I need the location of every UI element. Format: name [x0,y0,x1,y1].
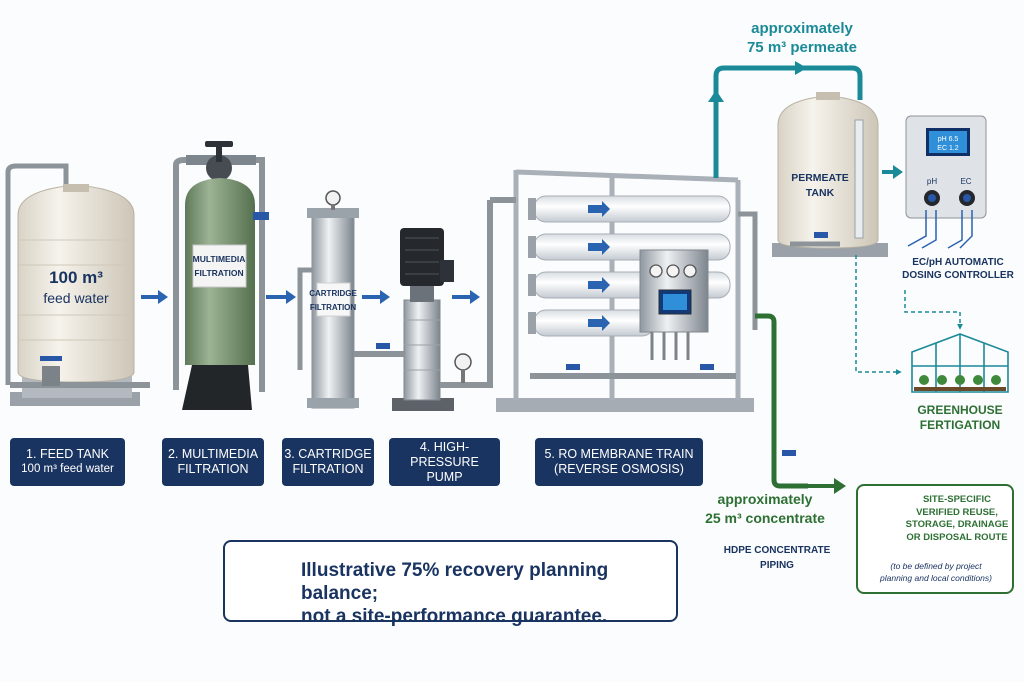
hdpe-piping-label: HDPE CONCENTRATE PIPING [712,543,842,573]
stage-4-subtitle: PUMP [426,469,463,484]
dosing-controller [905,115,987,249]
stage-label-cartridge: 3. CARTRIDGE FILTRATION [282,438,374,486]
high-pressure-pump [390,200,493,411]
stage-5-title: 5. RO MEMBRANE TRAIN [544,447,694,461]
flow-direction-icon [588,201,610,331]
flow-arrow-icon [266,290,296,304]
controller-label-2: DOSING CONTROLLER [902,270,1014,281]
feed-tank-volume: 100 m³ [49,268,103,287]
disposal-line-3: STORAGE, DRAINAGE [905,519,1009,530]
controller-ec-label: EC [960,177,971,186]
feed-tank-content: feed water [43,290,109,306]
controller-label: EC/pH AUTOMATIC DOSING CONTROLLER [898,256,1018,282]
cartridge-label-2: FILTRATION [310,303,357,312]
permeate-tank-label-1: PERMEATE [791,172,849,184]
stage-1-subtitle: 100 m³ feed water [21,463,114,475]
plant-icons [914,375,1006,391]
disclaimer-line-1: Illustrative 75% recovery planning balan… [301,560,609,604]
concentrate-arrow-icon [808,478,846,494]
stage-label-pump: 4. HIGH-PRESSURE PUMP [389,438,500,486]
stage-2-title: 2. MULTIMEDIA [167,447,259,461]
controller-label-1: EC/pH AUTOMATIC [912,257,1004,268]
controller-ph-label: pH [927,177,937,186]
multimedia-label-1: MULTIMEDIA [193,254,246,264]
concentrate-amount-label: approximately 25 m³ concentrate [690,490,840,528]
permeate-tank [772,92,888,257]
flow-arrow-icon [141,290,168,304]
multimedia-label-2: FILTRATION [194,268,243,278]
permeate-arrow-icon [708,61,807,102]
controller-readout-ph: pH 6.5 [938,136,959,143]
permeate-volume-text: 75 m³ permeate [746,39,858,56]
stage-5-subtitle: (REVERSE OSMOSIS) [554,462,684,476]
cartridge-label-1: CARTRIDGE [309,289,357,298]
disposal-line-1: SITE-SPECIFIC [922,494,992,505]
disposal-note-2: planning and local conditions) [880,573,992,583]
concentrate-valve [782,450,796,456]
stage-label-multimedia: 2. MULTIMEDIA FILTRATION [162,438,264,486]
disposal-route-box: SITE-SPECIFIC VERIFIED REUSE, STORAGE, D… [856,484,1014,594]
stage-label-ro-train: 5. RO MEMBRANE TRAIN (REVERSE OSMOSIS) [535,438,703,486]
stage-4-title: 4. HIGH-PRESSURE [410,439,479,469]
feed-tank [5,163,150,406]
to-controller-arrow-icon [882,165,903,179]
stage-1-title: 1. FEED TANK [26,447,109,461]
stage-3-title: 3. CARTRIDGE [284,447,372,461]
hdpe-label-2: PIPING [760,560,794,571]
multimedia-filter [173,141,269,410]
concentrate-pipe [755,313,808,489]
hdpe-label-1: HDPE CONCENTRATE [723,545,831,556]
stage-2-subtitle: FILTRATION [177,462,249,476]
flow-arrow-icon [452,290,480,304]
cartridge-filter [297,190,390,409]
concentrate-approx-text: approximately [717,491,813,507]
permeate-approx-text: approximately [751,20,853,37]
recovery-disclaimer-box: Illustrative 75% recovery planning balan… [223,540,678,627]
disclaimer-text: Illustrative 75% recovery planning balan… [301,559,676,628]
controller-readout-ec: EC 1.2 [937,145,959,152]
dosing-dashed-line [855,255,963,375]
permeate-pipe [713,65,863,178]
disposal-line-4: OR DISPOSAL ROUTE [906,531,1008,543]
stage-label-feed-tank: 1. FEED TANK 100 m³ feed water [10,438,125,486]
permeate-tank-label-2: TANK [806,187,835,199]
greenhouse-label: GREENHOUSE FERTIGATION [900,403,1020,433]
ro-membrane-skid [490,169,758,412]
greenhouse-label-2: FERTIGATION [919,418,1001,432]
disposal-route-text: SITE-SPECIFIC VERIFIED REUSE, STORAGE, D… [902,494,1012,544]
disposal-note: (to be defined by project planning and l… [862,560,1010,584]
disclaimer-line-2: not a site-performance guarantee. [301,606,608,627]
greenhouse-label-1: GREENHOUSE [917,403,1003,417]
concentrate-volume-text: 25 m³ concentrate [705,510,825,526]
stage-3-subtitle: FILTRATION [292,462,364,476]
disposal-line-2: VERIFIED REUSE, [916,506,998,518]
disposal-note-1: (to be defined by project [890,561,982,571]
flow-arrow-icon [362,290,390,304]
permeate-amount-label: approximately 75 m³ permeate [728,19,876,57]
